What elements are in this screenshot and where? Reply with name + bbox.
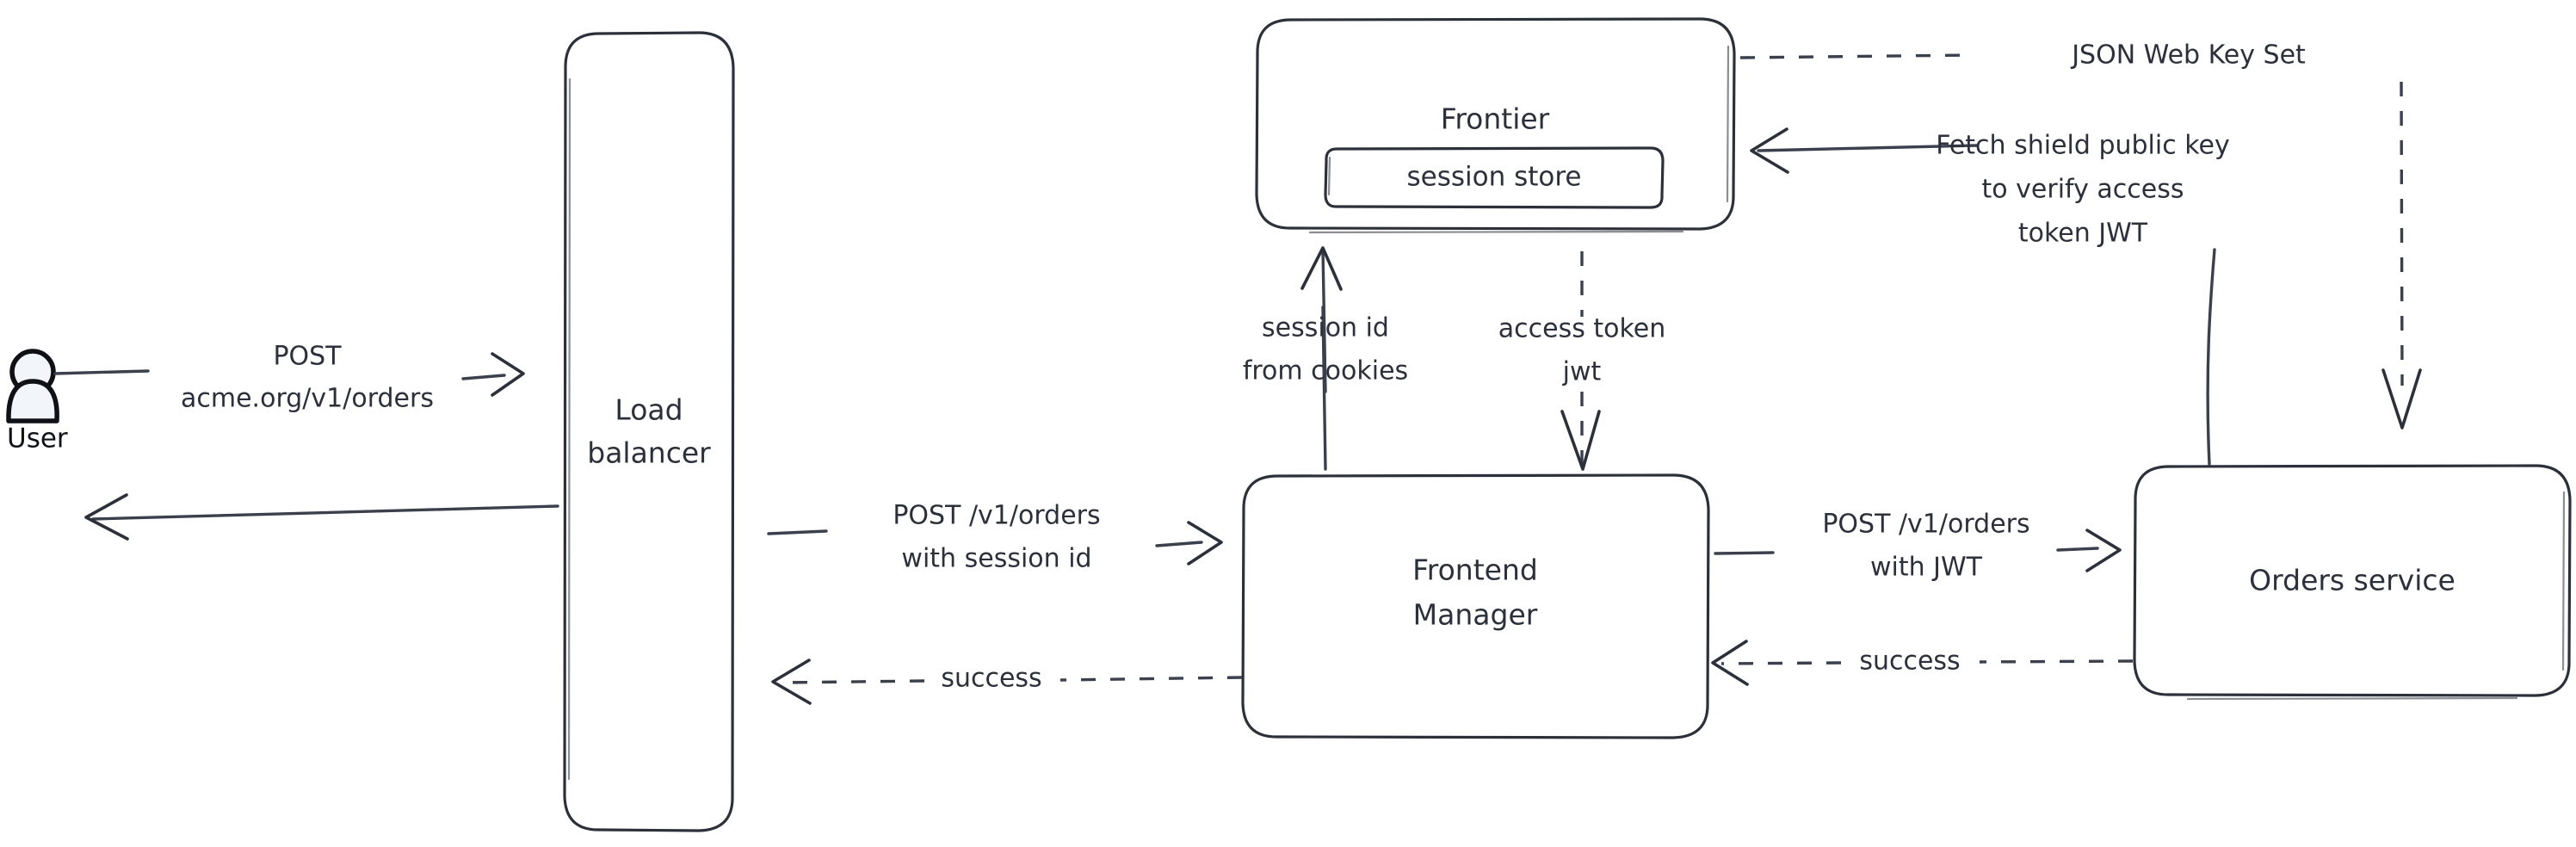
- arrow-head-right: [2085, 529, 2122, 572]
- node-session-store[interactable]: session store: [1324, 146, 1665, 209]
- edge-line-2: [1720, 661, 1842, 665]
- edge-line-vertical: [2206, 248, 2216, 466]
- edge-label-line2: jwt: [1562, 357, 1602, 387]
- session-store-sketch-line: [1327, 156, 1331, 196]
- load-balancer-label-line2: balancer: [587, 436, 711, 470]
- arrow-head-left: [84, 493, 129, 541]
- arrow-head-down: [2381, 368, 2422, 430]
- edge-line: [767, 529, 828, 535]
- orders-service-box: [2133, 464, 2572, 697]
- edge-line-2: [782, 679, 925, 684]
- edge-frontend-manager-to-frontier[interactable]: session id from cookies: [1243, 246, 1408, 471]
- edge-line: [1979, 659, 2134, 664]
- edge-frontend-manager-to-orders-service[interactable]: POST /v1/orders with JWT: [1714, 510, 2122, 583]
- frontier-box-sketch-line: [1308, 45, 1730, 234]
- edge-line-horizontal: [1739, 53, 1974, 59]
- arrow-head-left: [1750, 127, 1789, 174]
- edge-label-line2: with JWT: [1870, 553, 1983, 583]
- edge-frontier-to-orders-service-jwks[interactable]: JSON Web Key Set: [1739, 40, 2422, 430]
- edge-frontend-manager-to-load-balancer[interactable]: success: [771, 658, 1243, 705]
- arrow-head-up: [1300, 246, 1343, 291]
- orders-service-sketch-line: [2186, 491, 2566, 701]
- edge-label-line2: with session id: [901, 544, 1091, 574]
- edge-orders-service-to-frontier[interactable]: Fetch shield public key to verify access…: [1750, 127, 2230, 466]
- node-user[interactable]: User: [6, 349, 68, 454]
- edge-load-balancer-to-frontend-manager[interactable]: POST /v1/orders with session id: [767, 501, 1223, 574]
- edge-label: JSON Web Key Set: [2070, 40, 2306, 71]
- user-label: User: [7, 424, 68, 454]
- edge-line-horizontal: [1757, 144, 1979, 152]
- node-frontier[interactable]: Frontier session store: [1255, 17, 1736, 234]
- load-balancer-box-sketch-line: [567, 77, 571, 781]
- edge-label-line1: POST: [273, 342, 342, 372]
- frontend-manager-box: [1241, 473, 1710, 739]
- edge-label-line1: POST /v1/orders: [893, 501, 1100, 531]
- edge-line-2: [1321, 248, 1327, 393]
- edge-label-line2: to verify access: [1982, 175, 2184, 205]
- edge-load-balancer-to-user[interactable]: [84, 493, 559, 541]
- edge-user-to-load-balancer[interactable]: POST acme.org/v1/orders: [53, 342, 525, 414]
- arrow-head-right: [1187, 521, 1223, 566]
- load-balancer-box: [563, 31, 735, 832]
- arrow-head-right: [491, 352, 525, 397]
- edge-line: [1059, 676, 1243, 682]
- edge-label-line1: access token: [1498, 314, 1666, 344]
- edge-orders-service-to-frontend-manager[interactable]: success: [1711, 640, 2134, 686]
- node-orders-service[interactable]: Orders service: [2133, 464, 2572, 701]
- node-frontend-manager[interactable]: Frontend Manager: [1241, 473, 1710, 739]
- frontier-label: Frontier: [1441, 102, 1550, 136]
- arrow-head-down: [1560, 410, 1601, 471]
- edge-line-vertical: [2400, 81, 2404, 386]
- edge-frontier-to-frontend-manager[interactable]: access token jwt: [1498, 251, 1666, 471]
- orders-service-label: Orders service: [2249, 564, 2456, 597]
- load-balancer-label-line1: Load: [615, 393, 683, 427]
- node-load-balancer[interactable]: Load balancer: [563, 31, 735, 832]
- edge-label-line2: from cookies: [1243, 356, 1408, 386]
- edge-line: [91, 504, 559, 521]
- edge-label-line3: token JWT: [2018, 219, 2148, 249]
- frontend-manager-label-line1: Frontend: [1412, 553, 1538, 587]
- edge-line-2: [1155, 541, 1203, 547]
- edge-label-line1: POST /v1/orders: [1822, 510, 2029, 540]
- edge-label-line1: Fetch shield public key: [1936, 131, 2230, 161]
- arrow-head-left: [771, 658, 812, 705]
- edge-line-2: [2056, 547, 2099, 552]
- edge-line-2: [461, 374, 506, 380]
- frontend-manager-label-line2: Manager: [1413, 598, 1538, 632]
- edge-label-line2: acme.org/v1/orders: [181, 384, 434, 414]
- user-body-icon: [6, 379, 59, 424]
- arrow-head-left: [1711, 640, 1749, 686]
- session-store-label: session store: [1406, 162, 1581, 193]
- edge-label: success: [1859, 646, 1960, 677]
- edge-label: success: [941, 664, 1041, 694]
- session-store-box: [1324, 146, 1665, 209]
- edge-label-line1: session id: [1262, 313, 1389, 343]
- edge-line: [53, 369, 150, 375]
